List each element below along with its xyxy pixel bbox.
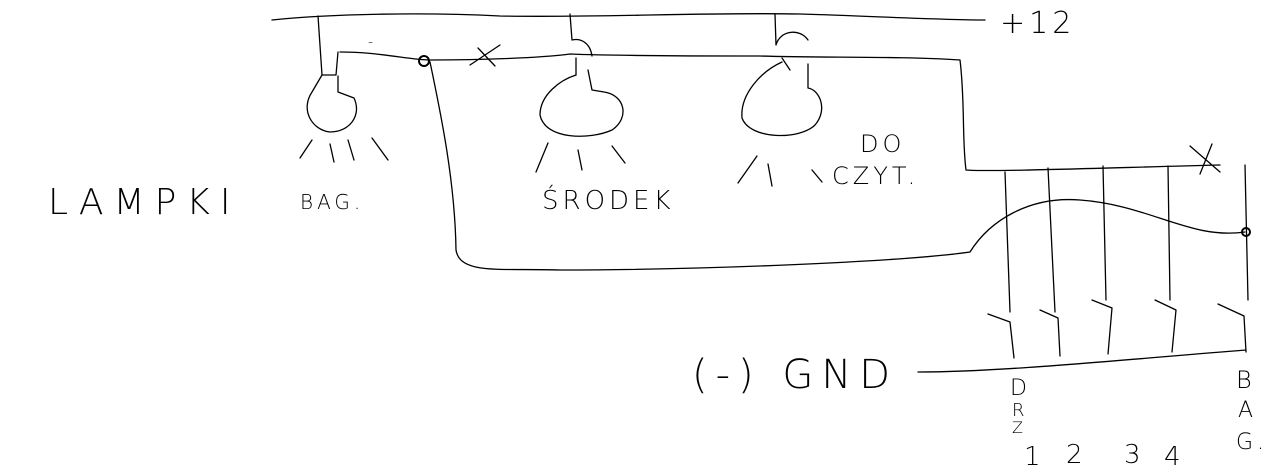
bag-letter: B (1236, 366, 1256, 394)
junction-dot (418, 55, 430, 67)
supply-rail-wire (271, 12, 986, 21)
lamp-drop-wire (774, 13, 809, 71)
lamp-drop-wire (569, 13, 593, 76)
bag-letter: A (1238, 398, 1258, 423)
bag-letter: G. (1236, 430, 1269, 455)
lamp-reading-bulb (741, 61, 823, 137)
lamp-feed-wire (339, 51, 1221, 172)
switch-number: 1 (1024, 442, 1045, 472)
lamp-bag-bulb (306, 74, 358, 133)
door-letter: R (1012, 400, 1029, 421)
switch-number: 3 (1124, 440, 1145, 470)
switch-number: 4 (1164, 442, 1185, 472)
minus-mark: - (368, 34, 378, 50)
switch-wire (1004, 164, 1249, 313)
lamp-rays (737, 155, 823, 187)
ground-label: (-) GND (692, 352, 899, 398)
lamp-reading-label-2: CZYT. (832, 162, 920, 190)
lamp-drop-wire (317, 15, 339, 76)
lamp-bag-label: BAG. (300, 190, 365, 214)
lamp-center-label: ŚRODEK (542, 186, 675, 216)
cut-mark-icon (469, 44, 501, 67)
lamp-rays (535, 142, 626, 173)
switch-number: 2 (1066, 440, 1087, 470)
door-letter: D (1010, 376, 1031, 401)
supply-label: +12 (1000, 6, 1076, 41)
lamp-rays (299, 137, 389, 163)
switch-contact (987, 299, 1247, 359)
ground-rail-wire (917, 349, 1247, 373)
lamp-center-bulb (539, 69, 624, 137)
cut-mark-icon (1189, 143, 1221, 175)
door-letter: Z (1012, 418, 1027, 437)
bag-loop-wire (429, 61, 1246, 271)
lamp-reading-label-1: DO (860, 130, 906, 158)
lamps-label: LAMPKI (48, 182, 241, 223)
